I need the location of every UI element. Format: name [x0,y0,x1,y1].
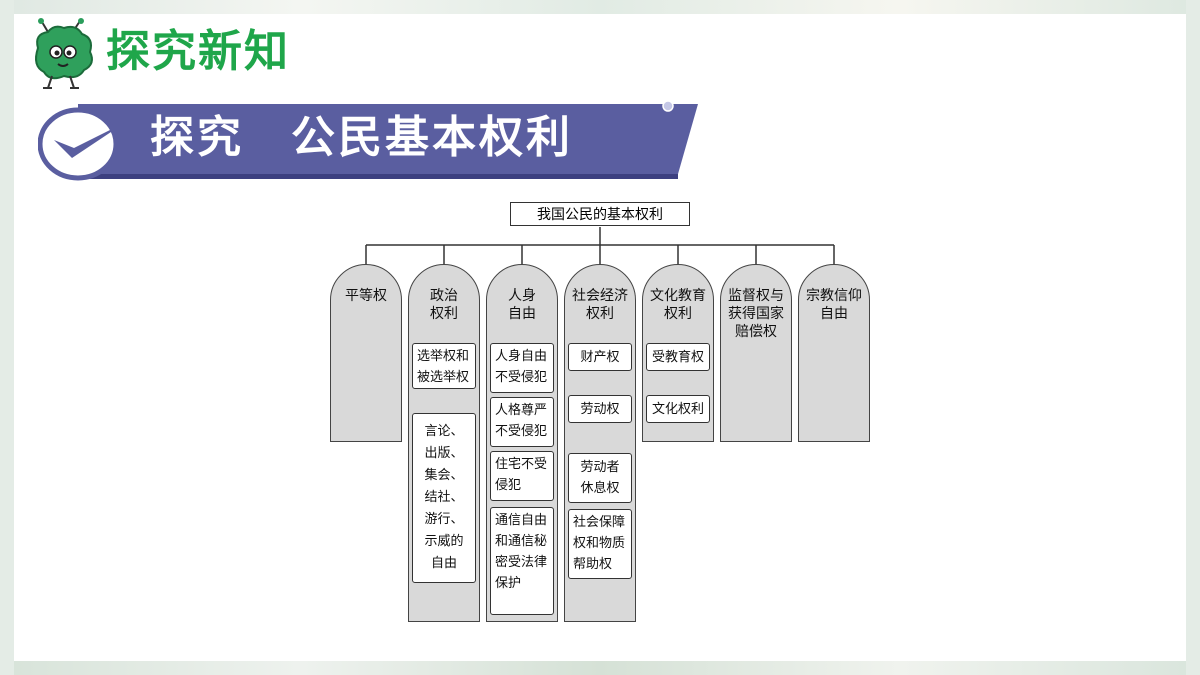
tree-connectors [365,227,835,266]
column-title: 宗教信仰 自由 [806,288,862,322]
column-cultural-educational: 文化教育 权利 受教育权 文化权利 [642,264,714,442]
rights-diagram: 我国公民的基本权利 平等权 政治 权利 选举权和 被选举权 言论、 出版、 集会… [320,190,880,630]
mascot-icon [35,18,93,89]
leaf-rest: 劳动者 休息权 [568,453,632,503]
column-title: 人身 自由 [508,288,536,322]
leaf-labor: 劳动权 [568,395,632,423]
column-title: 政治 权利 [430,288,458,322]
column-title: 平等权 [345,288,387,304]
background-left-strip [0,0,14,675]
background-bottom-strip [0,661,1200,675]
leaf-personal-freedom: 人身自由 不受侵犯 [490,343,554,393]
column-personal-freedom: 人身 自由 人身自由 不受侵犯 人格尊严 不受侵犯 住宅不受 侵犯 通信自由 和… [486,264,558,622]
column-supervision: 监督权与 获得国家 赔偿权 [720,264,792,442]
leaf-education: 受教育权 [646,343,710,371]
leaf-residence: 住宅不受 侵犯 [490,451,554,501]
leaf-property: 财产权 [568,343,632,371]
leaf-social-security: 社会保障 权和物质 帮助权 [568,509,632,579]
column-title: 社会经济 权利 [572,288,628,322]
column-title: 文化教育 权利 [650,288,706,322]
leaf-correspondence: 通信自由 和通信秘 密受法律 保护 [490,507,554,615]
column-equality: 平等权 [330,264,402,442]
title-banner [38,100,698,181]
section-heading: 探究新知 [106,26,290,77]
leaf-election-rights: 选举权和 被选举权 [412,343,476,389]
background-right-strip [1186,0,1200,675]
diagram-root: 我国公民的基本权利 [510,202,690,226]
column-title: 监督权与 获得国家 赔偿权 [728,288,784,340]
column-religious-freedom: 宗教信仰 自由 [798,264,870,442]
leaf-speech-freedoms: 言论、 出版、 集会、 结社、 游行、 示威的 自由 [412,413,476,583]
background-top-strip [0,0,1200,14]
column-political-rights: 政治 权利 选举权和 被选举权 言论、 出版、 集会、 结社、 游行、 示威的 … [408,264,480,622]
banner-title: 探究 公民基本权利 [150,112,573,163]
leaf-personal-dignity: 人格尊严 不受侵犯 [490,397,554,447]
leaf-cultural: 文化权利 [646,395,710,423]
column-socioeconomic-rights: 社会经济 权利 财产权 劳动权 劳动者 休息权 社会保障 权和物质 帮助权 [564,264,636,622]
